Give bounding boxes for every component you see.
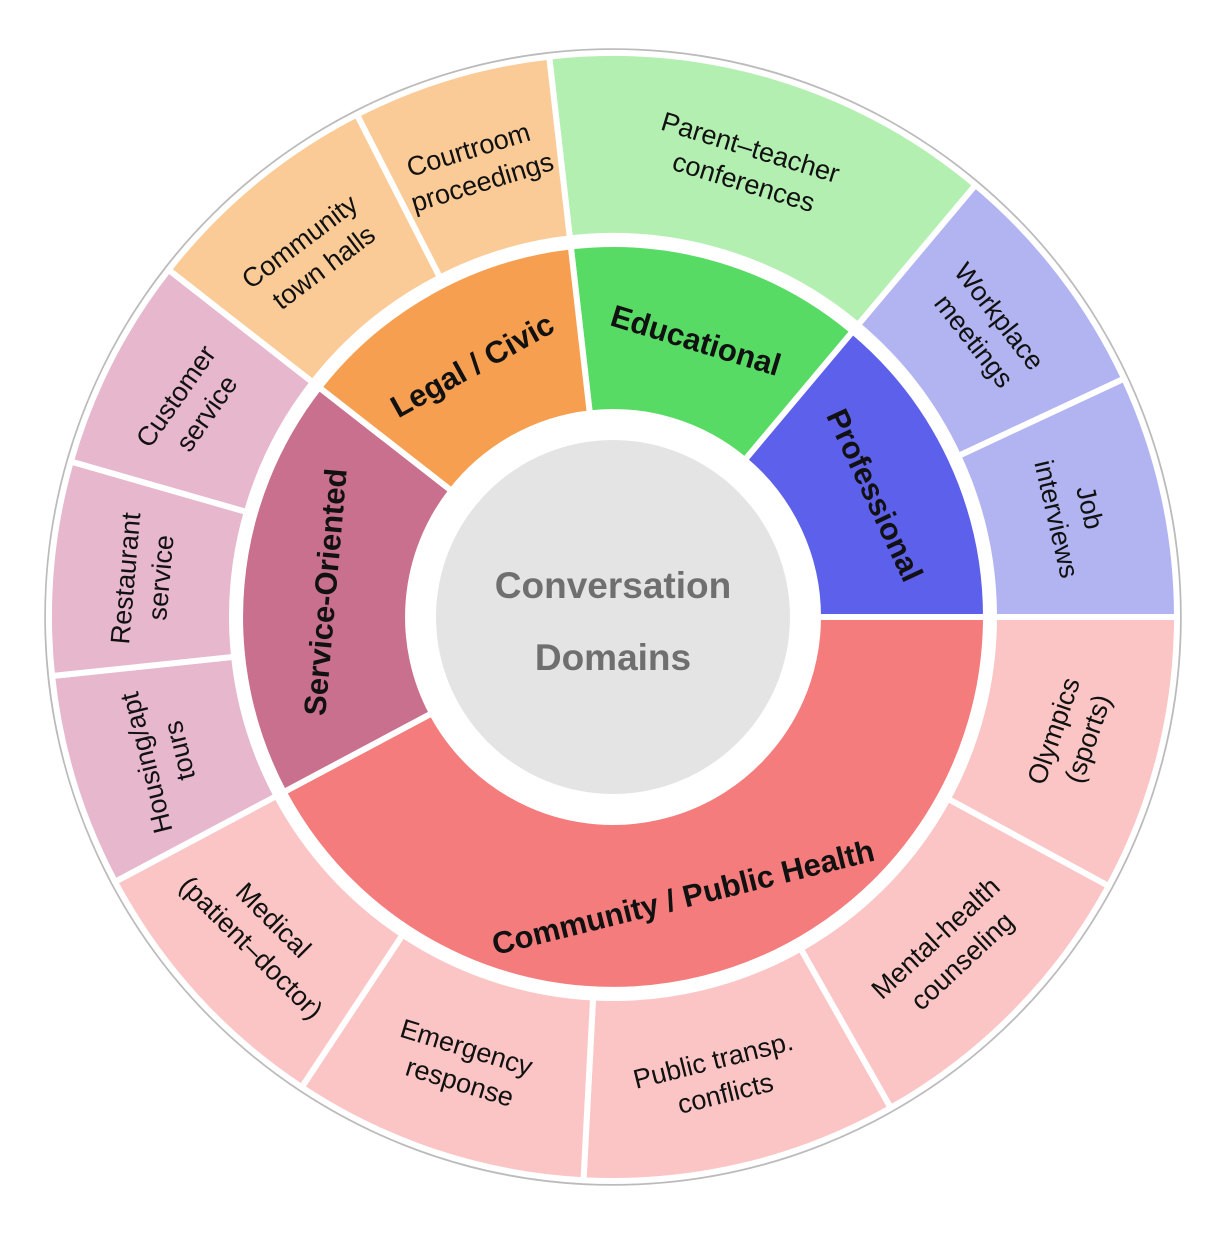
segment-courtroom-proceedings (353, 53, 573, 281)
sunburst-segments (45, 50, 1181, 1184)
outer-edge-ring (44, 48, 1182, 1186)
segment-legal-civic (316, 243, 593, 494)
segment-professional (741, 328, 989, 620)
segment-service-oriented (237, 384, 455, 796)
center-title-line-1: Conversation (495, 565, 731, 606)
label-line-2: service (142, 534, 179, 622)
center-title: Conversation Domains (495, 565, 731, 678)
center-title-line-2: Domains (535, 637, 691, 678)
segment-educational (567, 241, 856, 463)
segment-community-public-health (280, 614, 989, 993)
center-circle (436, 440, 790, 794)
